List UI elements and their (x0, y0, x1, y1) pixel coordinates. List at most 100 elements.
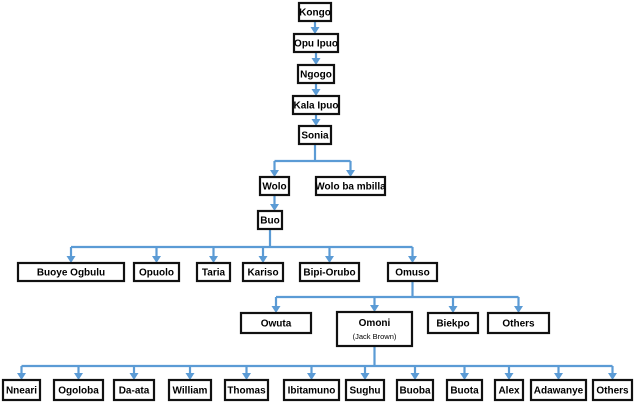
node-label: Buo (260, 216, 279, 227)
node-box (258, 175, 291, 197)
node-box (426, 311, 480, 335)
node-label: Ogoloba (58, 386, 99, 397)
arrowhead-ngogo (311, 58, 321, 65)
node-thomas: Thomas (223, 378, 270, 402)
node-label: Ibitamuno (288, 386, 336, 397)
node-box (297, 124, 333, 146)
arrowhead-owuta (271, 306, 281, 313)
node-label: Omoni (359, 318, 391, 329)
node-kala-ipuo: Kala Ipuo (291, 94, 341, 116)
node-others2: Others (591, 378, 634, 402)
node-wolo-ba-mbilla: Wolo ba mbilla (314, 175, 387, 197)
arrowhead-opu_ipuo (310, 27, 320, 34)
node-label: Da-ata (119, 386, 150, 397)
node-box (132, 261, 181, 283)
node-label: Biekpo (436, 319, 469, 330)
node-label: Ngogo (300, 70, 332, 81)
node-box (529, 378, 588, 402)
node-box (445, 378, 484, 402)
arrowhead-ibitamuno (307, 373, 316, 380)
node-label: Others (596, 386, 629, 397)
node-william: William (167, 378, 213, 402)
node-sonia: Sonia (297, 124, 333, 146)
node-box (241, 261, 285, 283)
node-box (386, 261, 439, 283)
node-box (256, 209, 284, 231)
node-label: Bipi-Orubo (303, 268, 355, 279)
node-sublabel: (Jack Brown) (353, 332, 397, 341)
node-ogoloba: Ogoloba (52, 378, 105, 402)
arrowhead-kala_ipuo (311, 89, 321, 96)
node-box (16, 261, 126, 283)
node-wolo: Wolo (258, 175, 291, 197)
node-bipi-orubo: Bipi-Orubo (298, 261, 361, 283)
connectors (17, 21, 617, 380)
node-label: Wolo (262, 182, 286, 193)
node-box (591, 378, 634, 402)
arrowhead-bipi_orubo (325, 256, 334, 263)
node-omoni: Omoni (Jack Brown) (335, 310, 414, 348)
arrowhead-wolo (270, 170, 279, 177)
node-box (292, 32, 340, 54)
node-label: William (173, 386, 208, 397)
arrowhead-omoni (370, 305, 379, 312)
node-box (239, 311, 313, 335)
node-sughu: Sughu (344, 378, 386, 402)
arrowhead-sughu (360, 373, 370, 380)
node-owuta: Owuta (239, 311, 313, 335)
arrowhead-thomas (242, 373, 251, 380)
arrowhead-taria (209, 256, 218, 263)
node-box (297, 1, 333, 23)
arrowhead-da_ata (129, 373, 139, 380)
node-label: Adawanye (534, 386, 584, 397)
node-label: Wolo ba mbilla (315, 182, 386, 193)
node-kongo: Kongo (297, 1, 333, 23)
node-label: Alex (498, 386, 520, 397)
node-label: Nneari (6, 386, 37, 397)
node-label: Opu Ipuo (294, 39, 338, 50)
node-box (298, 261, 361, 283)
node-box (335, 310, 414, 348)
node-label: Taria (202, 268, 226, 279)
arrowhead-kariso (258, 256, 268, 263)
node-label: Sughu (349, 386, 380, 397)
node-da-ata: Da-ata (112, 378, 156, 402)
node-buo: Buo (256, 209, 284, 231)
arrowhead-buo (270, 204, 279, 211)
arrowhead-buoba (410, 373, 420, 380)
node-box (291, 94, 341, 116)
node-box (167, 378, 213, 402)
node-others1: Others (486, 311, 551, 335)
node-box (296, 63, 336, 85)
node-adawanye: Adawanye (529, 378, 588, 402)
node-buota: Buota (445, 378, 484, 402)
node-alex: Alex (493, 378, 525, 402)
node-omuso: Omuso (386, 261, 439, 283)
node-box (282, 378, 341, 402)
arrowhead-ogoloba (74, 373, 83, 380)
arrowhead-biekpo (448, 306, 458, 313)
node-box (493, 378, 525, 402)
arrowhead-buoye_ogbulu (66, 256, 76, 263)
arrowhead-nneari (17, 373, 26, 380)
arrowhead-wolo_ba_mbilla (346, 170, 355, 177)
node-label: Buota (450, 386, 479, 397)
node-label: Kongo (299, 8, 331, 19)
node-biekpo: Biekpo (426, 311, 480, 335)
node-label: Thomas (227, 386, 266, 397)
arrowhead-others1 (514, 306, 523, 313)
node-label: Opuolo (139, 268, 174, 279)
node-label: Owuta (261, 319, 292, 330)
node-box (395, 378, 435, 402)
node-box (486, 311, 551, 335)
node-label: Buoye Ogbulu (37, 268, 105, 279)
arrowhead-alex (504, 373, 514, 380)
node-label: Kala Ipuo (293, 101, 338, 112)
node-box (112, 378, 156, 402)
node-label: Omuso (395, 268, 429, 279)
node-box (1, 378, 42, 402)
node-box (314, 175, 387, 197)
arrowhead-sonia (311, 119, 321, 126)
